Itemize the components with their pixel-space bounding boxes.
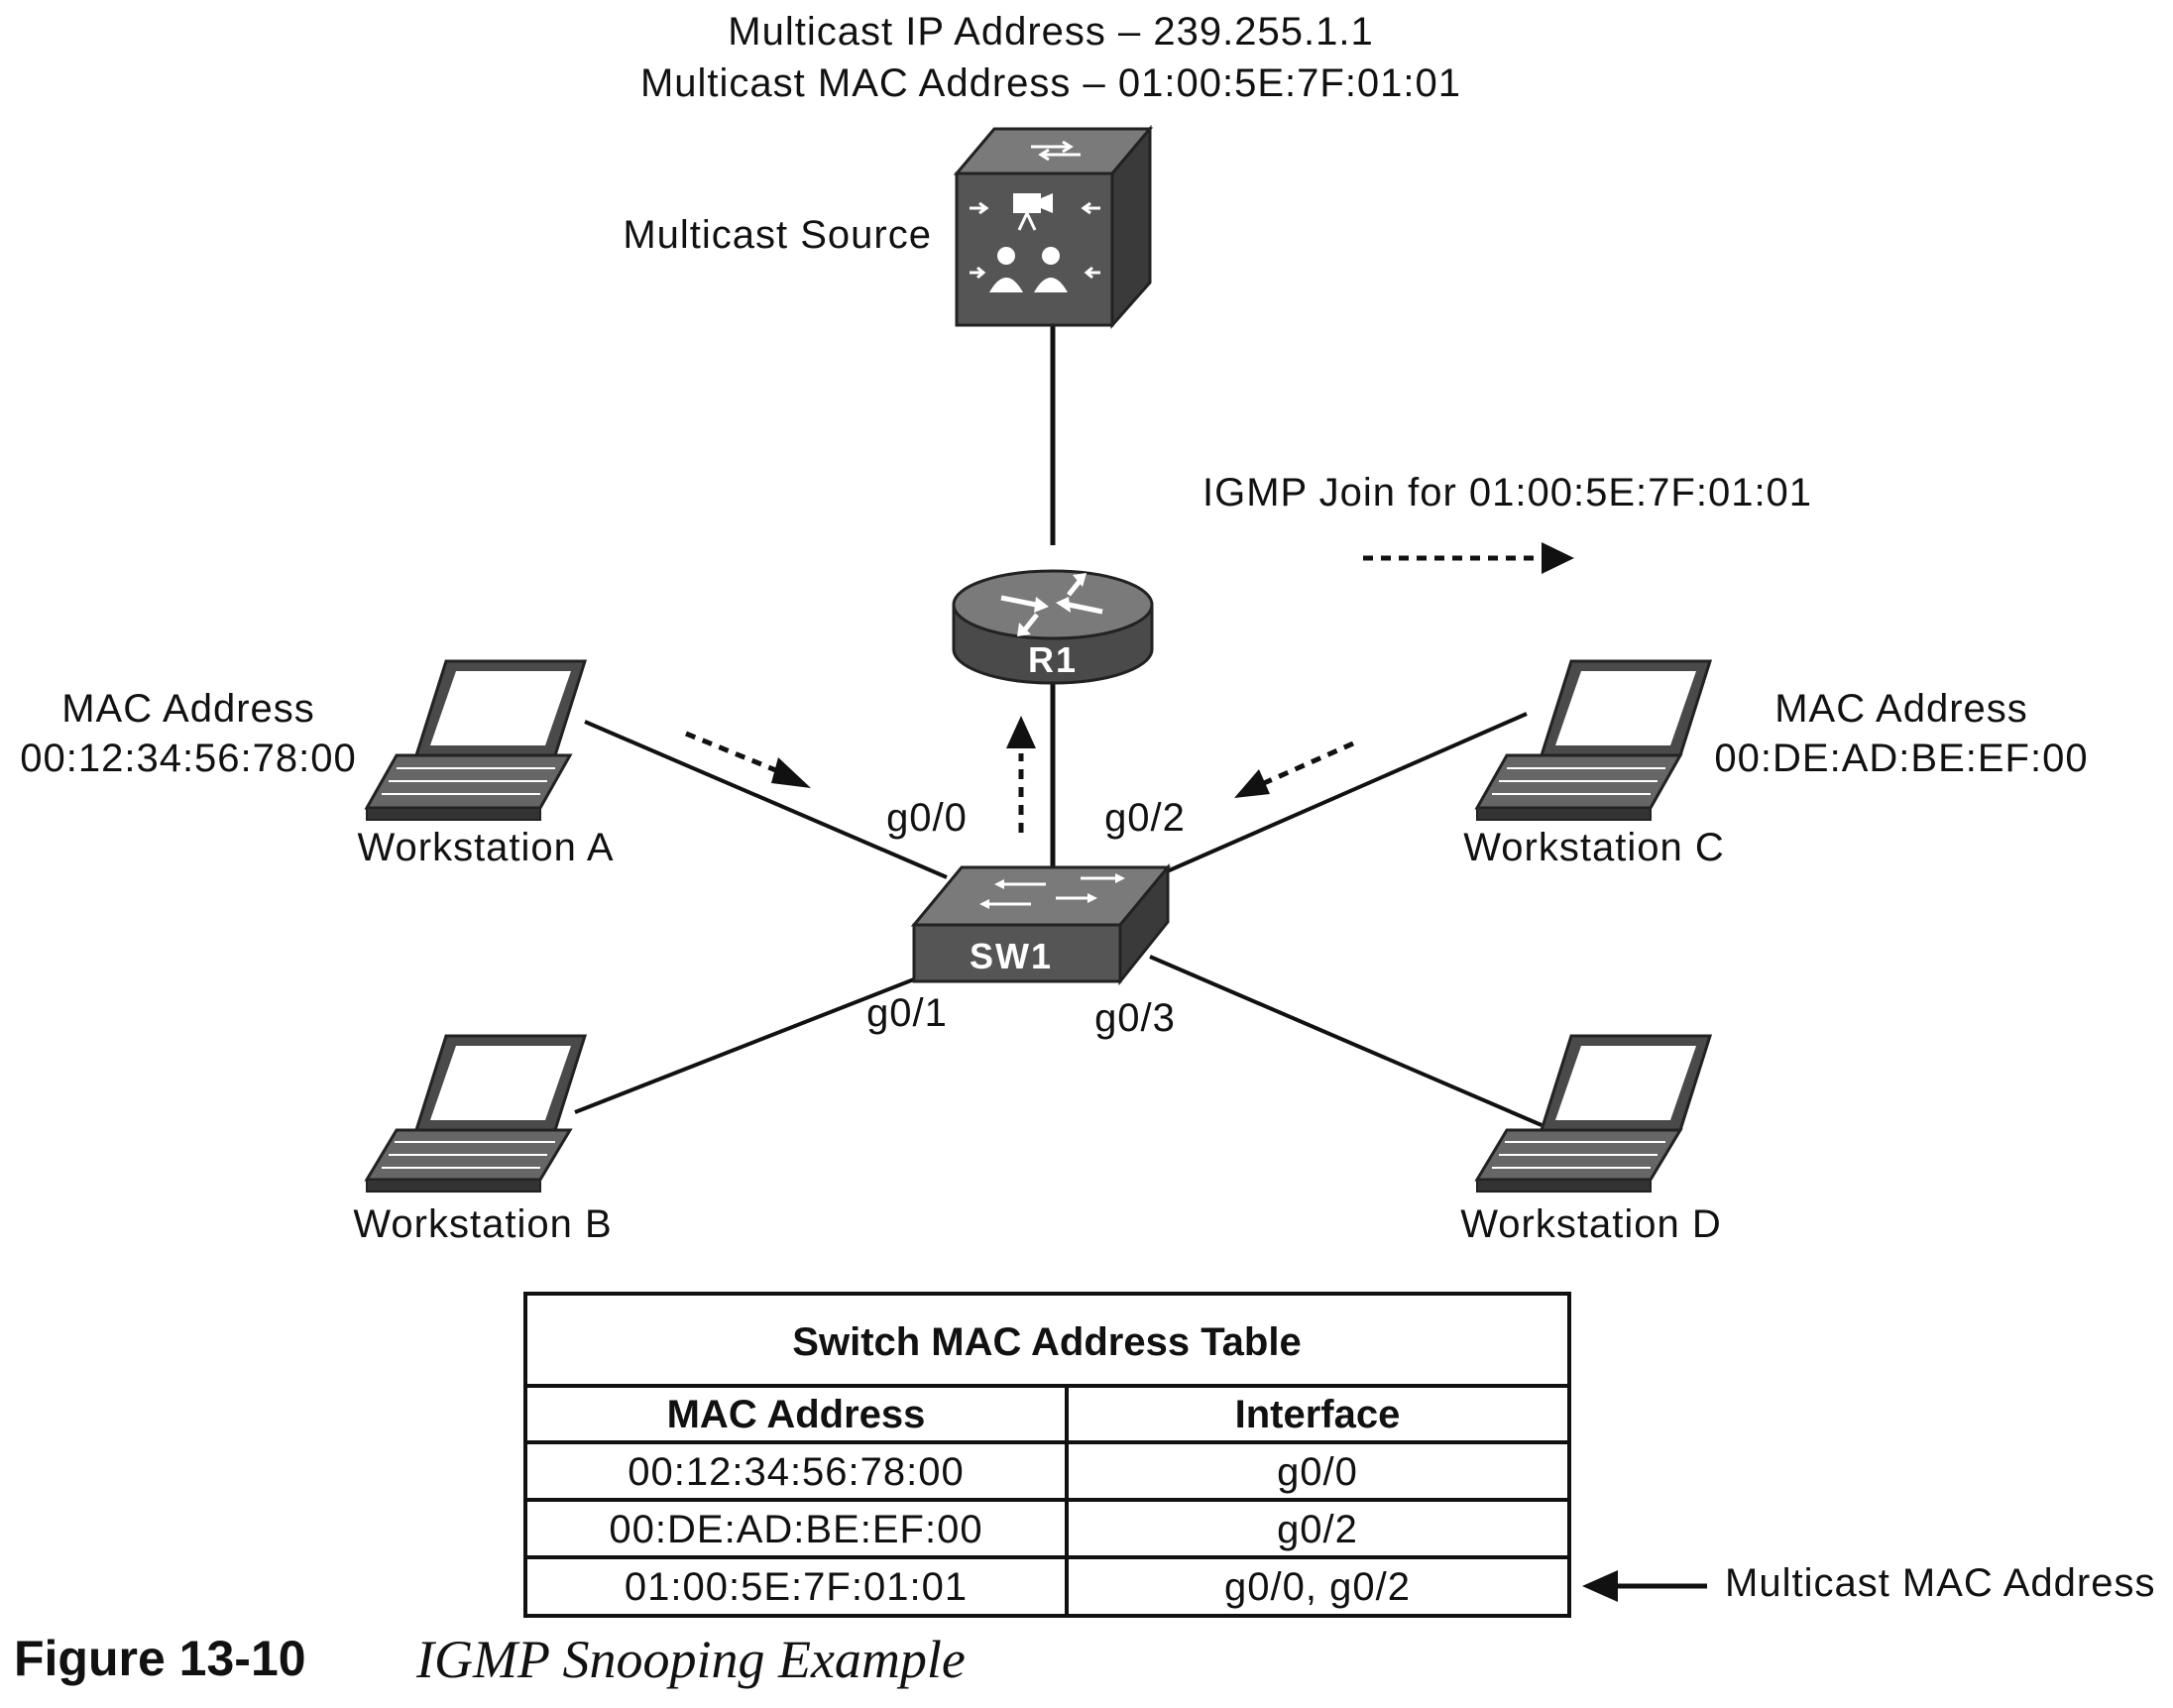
igmp-join-note: IGMP Join for 01:00:5E:7F:01:01 xyxy=(1202,471,1812,514)
link-sw1-wsb xyxy=(574,965,948,1114)
mac-table-row1-interface: g0/0 xyxy=(1277,1450,1358,1494)
workstation-b-laptop-icon[interactable] xyxy=(364,1034,588,1193)
mac-table-row2-interface: g0/2 xyxy=(1277,1508,1358,1551)
port-g0-1-label: g0/1 xyxy=(866,991,948,1035)
mac-table-row3-interface: g0/0, g0/2 xyxy=(1224,1565,1411,1609)
link-sw1-wsa xyxy=(584,720,948,879)
workstation-a-label: Workstation A xyxy=(357,826,614,869)
igmp-join-arrow-c xyxy=(1262,740,1355,786)
switch-sw1-icon[interactable] xyxy=(910,862,1172,986)
workstation-b-label: Workstation B xyxy=(353,1202,612,1246)
igmp-join-arrow-a xyxy=(685,731,784,776)
multicast-mac-line: Multicast MAC Address – 01:00:5E:7F:01:0… xyxy=(640,61,1461,105)
multicast-source-label: Multicast Source xyxy=(623,213,932,257)
multicast-ip-line: Multicast IP Address – 239.255.1.1 xyxy=(728,10,1373,54)
mac-table-header-interface: Interface xyxy=(1235,1393,1401,1436)
table-pointer-label: Multicast MAC Address xyxy=(1725,1561,2155,1605)
router-r1-icon[interactable] xyxy=(952,569,1154,685)
mac-table-row1-mac: 00:12:34:56:78:00 xyxy=(628,1450,965,1494)
mac-table-row2-mac: 00:DE:AD:BE:EF:00 xyxy=(609,1508,982,1551)
link-sw1-wsc xyxy=(1164,712,1528,874)
workstation-c-mac: 00:DE:AD:BE:EF:00 xyxy=(1714,737,2088,780)
mac-table-header-mac: MAC Address xyxy=(667,1393,926,1436)
workstation-d-laptop-icon[interactable] xyxy=(1474,1034,1713,1193)
igmp-join-arrowhead-a xyxy=(771,757,811,788)
port-g0-2-label: g0/2 xyxy=(1104,796,1186,840)
workstation-a-mac: 00:12:34:56:78:00 xyxy=(20,737,357,780)
mac-table-title: Switch MAC Address Table xyxy=(792,1320,1301,1364)
figure-title: IGMP Snooping Example xyxy=(415,1630,966,1689)
legend-arrowhead xyxy=(1542,542,1574,574)
igmp-join-arrowhead-switch xyxy=(1006,716,1036,748)
workstation-a-mac-title: MAC Address xyxy=(61,687,315,731)
workstation-c-laptop-icon[interactable] xyxy=(1474,659,1713,821)
mac-table-row3-mac: 01:00:5E:7F:01:01 xyxy=(625,1565,968,1609)
multicast-source-icon[interactable] xyxy=(953,124,1154,329)
port-g0-3-label: g0/3 xyxy=(1094,996,1176,1040)
mac-address-table xyxy=(523,1292,1571,1618)
figure-number: Figure 13-10 xyxy=(14,1631,306,1686)
workstation-c-mac-title: MAC Address xyxy=(1774,687,2028,731)
router-r1-label: R1 xyxy=(1028,639,1078,680)
workstation-a-laptop-icon[interactable] xyxy=(364,659,588,821)
switch-sw1-label: SW1 xyxy=(970,936,1053,976)
link-sw1-wsd xyxy=(1149,955,1543,1127)
workstation-d-label: Workstation D xyxy=(1460,1202,1721,1246)
workstation-c-label: Workstation C xyxy=(1463,826,1724,869)
table-pointer-arrowhead xyxy=(1582,1570,1618,1602)
port-g0-0-label: g0/0 xyxy=(886,796,968,840)
igmp-join-arrowhead-c xyxy=(1234,769,1270,798)
